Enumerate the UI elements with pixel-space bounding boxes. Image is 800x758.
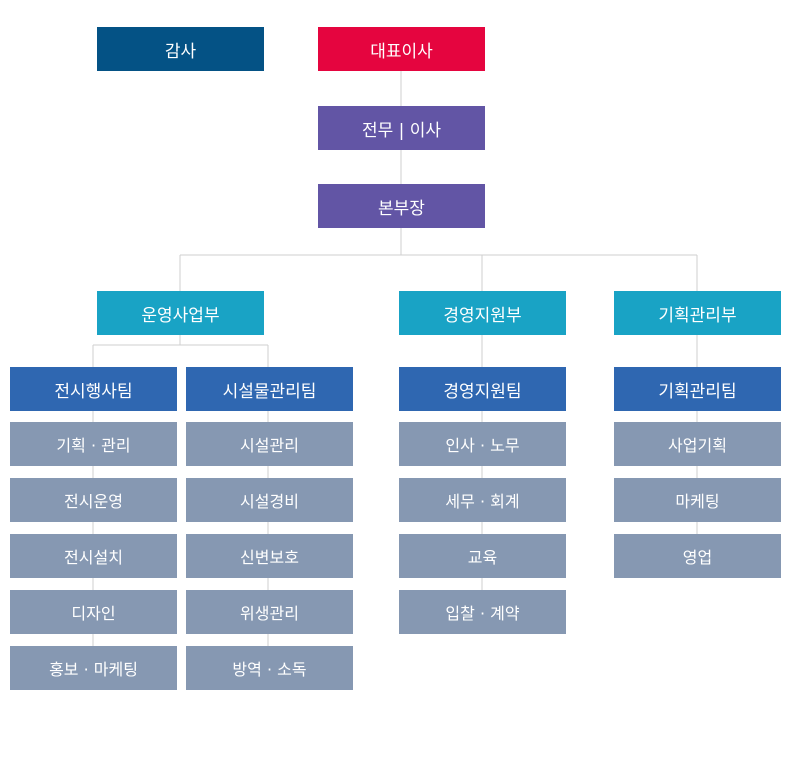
team-planning-box: 기획관리팀 [614,367,781,411]
unit-label: 시설관리 [240,436,299,455]
ceo-label: 대표이사 [370,41,433,62]
general-manager-label: 본부장 [378,198,425,219]
unit-box: 입찰 · 계약 [399,590,566,634]
ceo-box: 대표이사 [318,27,485,71]
unit-label: 전시설치 [64,548,123,567]
unit-label: 세무 · 회계 [445,492,520,511]
unit-box: 시설관리 [186,422,353,466]
division-planning-box: 기획관리부 [614,291,781,335]
unit-label: 전시운영 [64,492,123,511]
unit-label: 교육 [467,548,498,567]
team-label: 기획관리팀 [658,381,737,402]
unit-label: 방역 · 소독 [232,660,307,679]
general-manager-box: 본부장 [318,184,485,228]
team-label: 전시행사팀 [54,381,133,402]
division-management-support-box: 경영지원부 [399,291,566,335]
unit-label: 위생관리 [240,604,299,623]
unit-box: 시설경비 [186,478,353,522]
managing-director-label: 전무 | 이사 [361,120,442,141]
unit-box: 사업기획 [614,422,781,466]
unit-label: 인사 · 노무 [445,436,520,455]
division-label: 기획관리부 [658,305,737,326]
unit-label: 홍보 · 마케팅 [49,660,138,679]
unit-box: 방역 · 소독 [186,646,353,690]
division-operations-box: 운영사업부 [97,291,264,335]
unit-box: 세무 · 회계 [399,478,566,522]
unit-box: 교육 [399,534,566,578]
unit-box: 기획 · 관리 [10,422,177,466]
unit-label: 입찰 · 계약 [445,604,520,623]
managing-director-box: 전무 | 이사 [318,106,485,150]
unit-box: 홍보 · 마케팅 [10,646,177,690]
unit-box: 디자인 [10,590,177,634]
team-management-support-box: 경영지원팀 [399,367,566,411]
team-facility-box: 시설물관리팀 [186,367,353,411]
division-label: 운영사업부 [141,305,220,326]
unit-box: 영업 [614,534,781,578]
unit-label: 사업기획 [668,436,727,455]
auditor-box: 감사 [97,27,264,71]
unit-box: 인사 · 노무 [399,422,566,466]
unit-box: 신변보호 [186,534,353,578]
auditor-label: 감사 [164,41,197,62]
division-label: 경영지원부 [443,305,522,326]
unit-label: 기획 · 관리 [56,436,131,455]
unit-box: 전시운영 [10,478,177,522]
unit-label: 디자인 [71,604,116,623]
unit-label: 마케팅 [675,492,720,511]
team-exhibition-box: 전시행사팀 [10,367,177,411]
unit-label: 시설경비 [240,492,299,511]
team-label: 경영지원팀 [443,381,522,402]
unit-label: 신변보호 [240,548,299,567]
unit-box: 마케팅 [614,478,781,522]
unit-box: 위생관리 [186,590,353,634]
unit-label: 영업 [682,548,713,567]
unit-box: 전시설치 [10,534,177,578]
team-label: 시설물관리팀 [222,381,317,402]
